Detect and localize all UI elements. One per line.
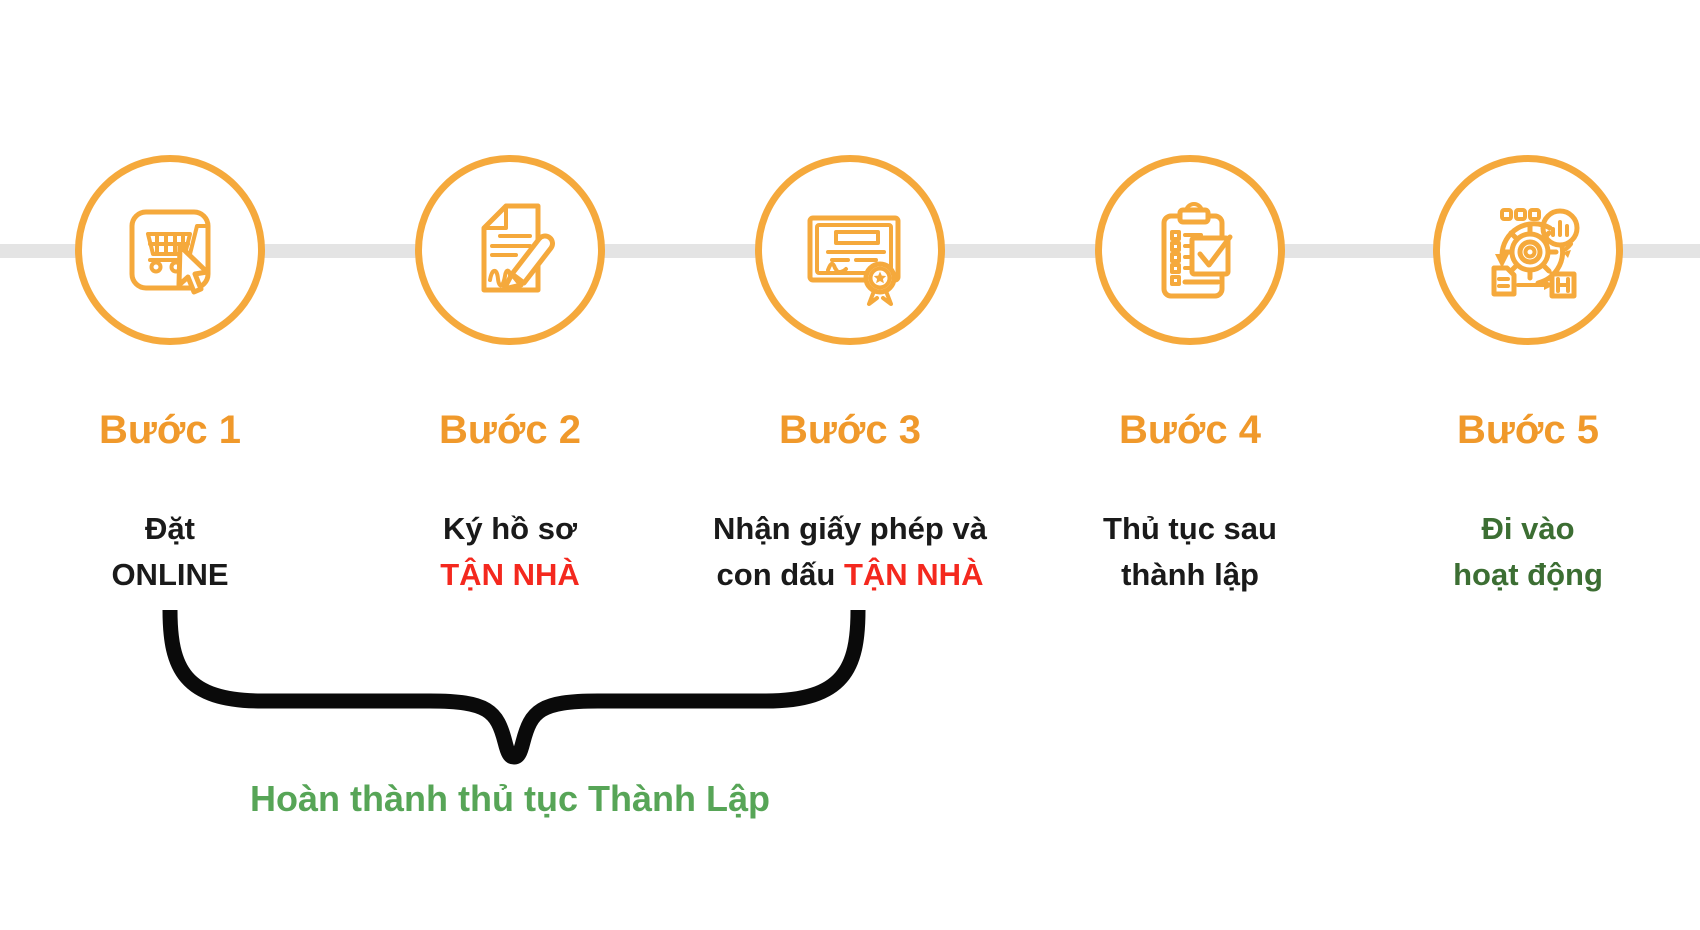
step-4-label: Bước 4 [1119,408,1261,452]
description-segment: hoạt động [1453,557,1603,592]
step-5-label: Bước 5 [1457,408,1599,452]
description-segment: thành lập [1121,557,1259,592]
description-segment: Thủ tục sau [1103,511,1277,546]
checklist-icon [1161,202,1233,299]
step-2-description: Ký hồ sơ TẬN NHÀ [340,506,680,598]
description-segment: Nhận giấy phép và [713,511,987,546]
description-segment: ONLINE [111,557,229,592]
step-3-circle [755,155,945,345]
step-2-circle [415,155,605,345]
step-4: Bước 4 Thủ tục sau thành lập [1020,0,1360,930]
step-3-label: Bước 3 [779,408,921,452]
cart-cursor-icon [129,209,211,295]
curly-brace [162,609,866,765]
certificate-icon [807,215,901,306]
description-segment: Đi vào [1481,511,1575,546]
step-4-circle [1095,155,1285,345]
brace-caption: Hoàn thành thủ tục Thành Lập [250,778,770,819]
description-segment: TẬN NHÀ [440,557,580,592]
description-segment: con dấu [716,557,844,592]
sign-document-icon [481,203,555,293]
step-1-label: Bước 1 [99,408,241,452]
description-segment: Ký hồ sơ [442,511,577,546]
process-gear-icon [1491,208,1580,299]
step-3-description: Nhận giấy phép và con dấu TẬN NHÀ [680,506,1020,598]
step-2: Bước 2 Ký hồ sơ TẬN NHÀ [340,0,680,930]
step-2-label: Bước 2 [439,408,581,452]
step-3: Bước 3 Nhận giấy phép và con dấu TẬN NHÀ [680,0,1020,930]
step-4-description: Thủ tục sau thành lập [1020,506,1360,598]
step-5: Bước 5 Đi vào hoạt động [1358,0,1698,930]
description-segment: Đặt [145,511,195,546]
step-5-circle [1433,155,1623,345]
description-segment: TẬN NHÀ [843,557,984,592]
step-1-circle [75,155,265,345]
step-5-description: Đi vào hoạt động [1358,506,1698,598]
